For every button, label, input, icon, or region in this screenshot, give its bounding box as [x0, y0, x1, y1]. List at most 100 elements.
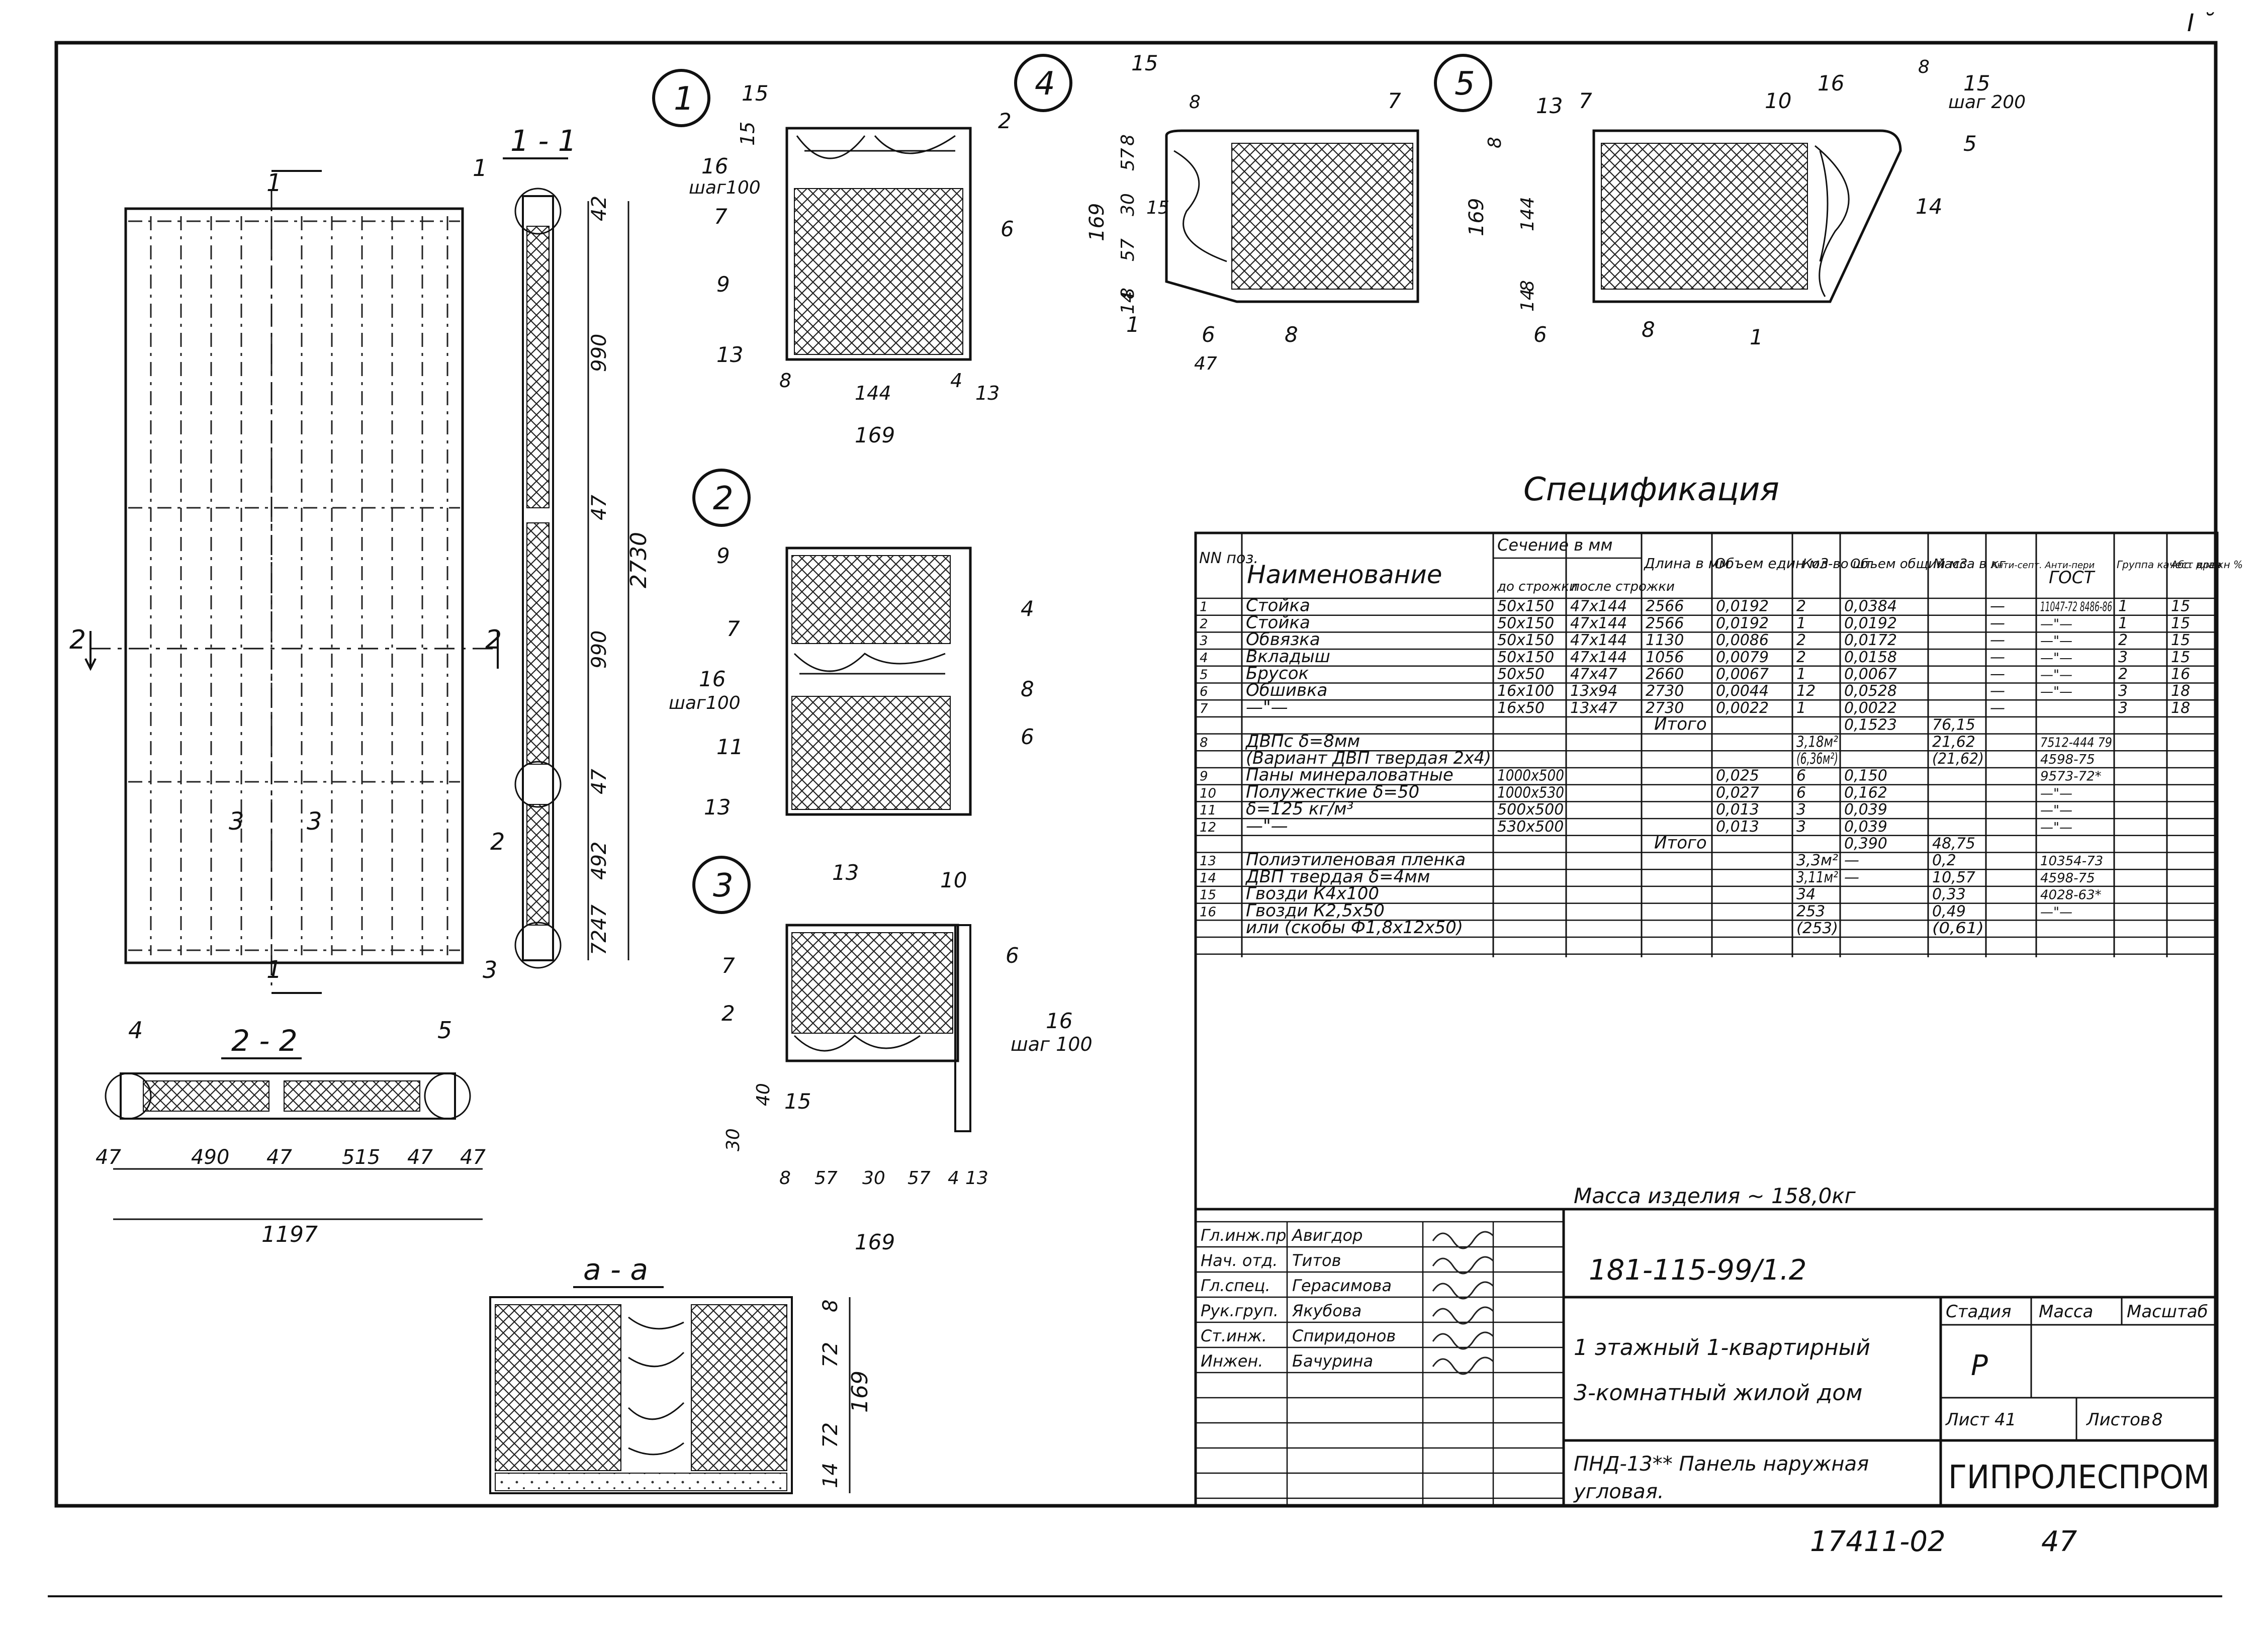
spec-cell: 0,025 [1716, 767, 1759, 785]
spec-cell: 13 [1200, 854, 1216, 869]
signatory-name: Спиридонов [1292, 1326, 1396, 1345]
spec-cell: 14 [1200, 871, 1216, 886]
sheet-label: Лист 41 [1945, 1410, 2016, 1430]
detail-4: 4 15 7 15 1 6 8 8 8 57 30 57 169 8 14 47 [1014, 51, 1419, 374]
project-line-1: 1 этажный 1-квартирный [1574, 1335, 1870, 1360]
svg-text:15: 15 [1131, 51, 1158, 75]
spec-cell: 47х144 [1570, 631, 1627, 649]
hdr-before: до строжки [1497, 579, 1578, 594]
svg-text:6: 6 [1001, 217, 1014, 241]
spec-cell: Паны минераловатные [1246, 765, 1454, 785]
spec-cell: 7512-444 79 [2040, 735, 2112, 750]
spec-cell: — [1990, 614, 2005, 632]
section-1-1-title: 1 - 1 [510, 124, 577, 158]
svg-text:14: 14 [819, 1463, 842, 1488]
spec-cell: 0,0079 [1716, 649, 1769, 666]
spec-cell: 0,013 [1716, 818, 1759, 836]
signatory-role: Рук.груп. [1201, 1301, 1279, 1320]
svg-text:6: 6 [1006, 943, 1019, 968]
hdr-vol-total: Объем общий м3 [1850, 557, 1967, 572]
spec-title: Спецификация [1523, 471, 1779, 508]
spec-cell: Итого [1654, 833, 1707, 853]
svg-text:47: 47 [588, 904, 611, 930]
spec-cell: 0,039 [1844, 818, 1887, 836]
hdr-group: Группа качест древ [2117, 559, 2222, 571]
signature-scribble [1432, 1356, 1494, 1375]
spec-cell: 16 [2171, 666, 2190, 683]
spec-cell: 0,0384 [1844, 598, 1897, 615]
spec-cell: 0,0067 [1716, 666, 1769, 683]
spec-cell: 1 [1796, 699, 1806, 717]
hdr-qty: Кол-во шт [1802, 557, 1873, 572]
signatory-role: Гл.инж.пр [1201, 1226, 1286, 1245]
doc-code: 181-115-99/1.2 [1589, 1254, 1806, 1287]
signature-scribble [1432, 1231, 1494, 1249]
element-line-1: ПНД-13** Панель наружная [1574, 1453, 1869, 1476]
spec-cell: 50х150 [1497, 631, 1554, 649]
spec-cell: —"— [2040, 904, 2072, 920]
spec-cell: 0,013 [1716, 801, 1759, 819]
svg-text:13: 13 [1536, 94, 1563, 118]
spec-cell: 2 [1796, 631, 1806, 649]
spec-cell: — [1990, 631, 2005, 649]
svg-text:1: 1 [266, 169, 282, 197]
svg-text:16: 16 [699, 667, 725, 691]
svg-text:47: 47 [266, 1146, 292, 1169]
svg-text:8: 8 [819, 1300, 842, 1312]
spec-cell: 16х100 [1497, 682, 1554, 700]
svg-text:1197: 1197 [261, 1222, 318, 1247]
hdr-vol-unit: Объем един м3 [1714, 555, 1829, 572]
signature-scribble [1432, 1331, 1494, 1350]
spec-cell: 11047-72 8486-86 [2040, 600, 2112, 615]
svg-text:2: 2 [490, 828, 505, 855]
spec-cell: 18 [2171, 699, 2190, 717]
svg-text:72: 72 [819, 1422, 842, 1448]
svg-text:42: 42 [588, 196, 611, 221]
section-2-2-title: 2 - 2 [231, 1024, 298, 1058]
stage-value: Р [1971, 1349, 1988, 1382]
svg-text:14: 14 [1118, 291, 1138, 314]
svg-text:8: 8 [1285, 322, 1298, 347]
detail-2: 2 9 7 4 16 шаг100 8 11 6 13 [669, 469, 1034, 820]
signature-scribble [1432, 1306, 1494, 1325]
spec-cell: Гвозди К2,5х50 [1246, 900, 1385, 921]
spec-cell: 2730 [1646, 699, 1684, 717]
svg-text:13: 13 [704, 795, 731, 820]
spec-cell: 3,18м² [1796, 733, 1838, 751]
spec-cell: 50х150 [1497, 614, 1554, 632]
hdr-humid: Абс. влажн % [2170, 559, 2243, 571]
svg-text:990: 990 [588, 630, 611, 669]
spec-cell: 21,62 [1932, 733, 1975, 751]
spec-cell: (253) [1796, 920, 1838, 937]
svg-text:13: 13 [975, 382, 1000, 404]
spec-cell: 48,75 [1932, 835, 1975, 853]
spec-cell: —"— [1246, 697, 1288, 717]
svg-text:47: 47 [96, 1146, 121, 1169]
spec-cell: 4598-75 [2040, 871, 2095, 886]
svg-text:8: 8 [1918, 57, 1930, 77]
svg-text:5: 5 [1455, 65, 1475, 103]
spec-cell: 1000х500 [1497, 767, 1564, 785]
svg-text:40: 40 [753, 1083, 774, 1106]
spec-cell: — [1990, 649, 2005, 666]
spec-cell: 76,15 [1932, 716, 1975, 734]
spec-cell: 50х150 [1497, 649, 1554, 666]
spec-cell: Вкладыш [1246, 647, 1330, 667]
spec-cell: 0,0192 [1844, 614, 1897, 632]
spec-cell: 12 [1796, 682, 1816, 700]
signatory-role: Инжен. [1201, 1351, 1263, 1371]
spec-cell: — [1990, 666, 2005, 683]
spec-cell: 13х94 [1570, 682, 1617, 700]
svg-text:30: 30 [723, 1128, 744, 1151]
spec-cell: 18 [2171, 682, 2190, 700]
svg-text:14: 14 [1916, 194, 1942, 219]
spec-cell: 2 [2118, 666, 2128, 683]
svg-text:490: 490 [191, 1146, 229, 1169]
spec-cell: — [1990, 699, 2005, 717]
svg-text:5: 5 [437, 1017, 452, 1044]
spec-cell: 0,039 [1844, 801, 1887, 819]
detail-5: 5 13 7 10 16 15 шаг 200 5 14 6 8 1 8 8 1… [1434, 54, 2026, 349]
spec-cell: 2 [2118, 631, 2128, 649]
hdr-length: Длина в мм [1643, 555, 1730, 572]
spec-cell: — [1844, 869, 1859, 886]
